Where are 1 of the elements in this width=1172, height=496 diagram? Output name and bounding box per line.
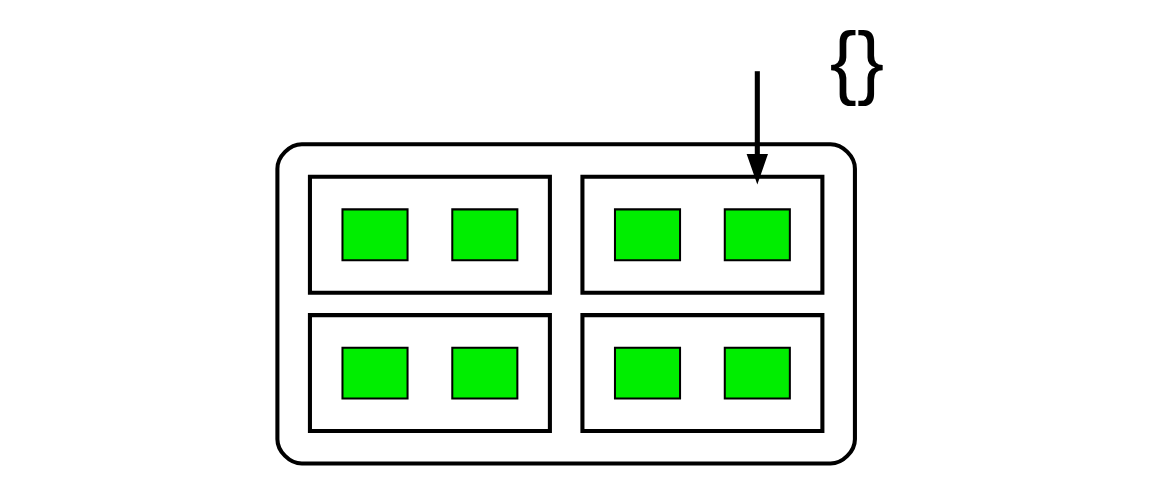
label: {} (829, 15, 884, 107)
